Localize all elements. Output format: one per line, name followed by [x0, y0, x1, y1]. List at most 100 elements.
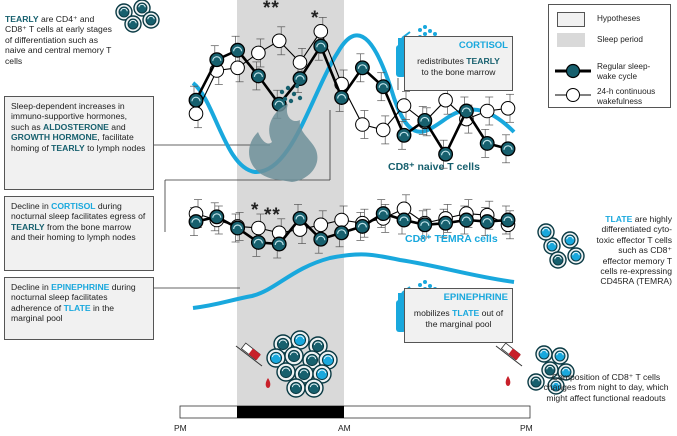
timeline-bar — [179, 405, 531, 419]
regular-data-point — [188, 214, 204, 230]
tearly-term: TEARLY — [11, 221, 45, 232]
naive-graph — [188, 17, 516, 169]
epinephrine-decline-box: Decline in EPINEPHRINE during nocturnal … — [4, 277, 154, 340]
regular-data-point — [396, 127, 412, 143]
cortisol-decline-pre: Decline in — [11, 201, 52, 211]
legend-sleep-label: Sleep period — [597, 35, 643, 44]
t-cell-icon — [541, 361, 559, 379]
tlate-term: TLATE — [452, 308, 480, 319]
t-cell-icon — [312, 364, 332, 384]
epinephrine-box: EPINEPHRINE mobilizes TLATE out of the m… — [404, 288, 513, 343]
t-cell-icon — [290, 330, 310, 350]
t-cell-icon — [294, 364, 314, 384]
wake-data-point — [271, 33, 287, 49]
regular-data-point — [209, 209, 225, 225]
regular-data-point — [438, 215, 454, 231]
t-cell-icon — [549, 251, 567, 269]
t-cell-icon — [266, 348, 286, 368]
sleep-hormones-pre: Sleep-dependent increases in immuno-supp… — [11, 101, 128, 132]
regular-data-point — [334, 225, 350, 241]
aldosterone-label: ALDOSTERONE — [43, 121, 109, 132]
tearly-intro-text: are CD4⁺ and CD8⁺ T cells at early stage… — [5, 14, 112, 66]
regular-data-point — [417, 217, 433, 233]
wake-data-point — [313, 217, 329, 233]
regular-data-point — [375, 79, 391, 95]
t-cell-icon — [567, 247, 585, 265]
tlate-term: TLATE — [605, 214, 633, 224]
syringe-icon-night — [235, 342, 271, 388]
timeline-pm-left: PM — [174, 423, 187, 433]
tlate-term: TLATE — [63, 302, 91, 313]
legend-regular-label: Regular sleep-wake cycle — [597, 62, 651, 81]
legend-wake-label: 24-h continuous wakefulness — [597, 87, 656, 106]
legend-hypotheses-label: Hypotheses — [597, 14, 641, 23]
syringe-icon-day — [495, 342, 523, 386]
wake-data-point — [355, 117, 370, 132]
regular-data-point — [458, 103, 474, 119]
wake-data-point — [292, 55, 308, 70]
tlate-note-text: are highly differentiated cyto-toxic eff… — [596, 214, 672, 287]
epinephrine-box-line1: mobilizes — [413, 308, 453, 319]
sleep-hormones-end: to lymph nodes — [84, 142, 146, 153]
legend-series-markers — [555, 63, 591, 102]
regular-data-point — [188, 92, 204, 108]
tlate-note: TLATE are highly differentiated cyto-tox… — [588, 214, 672, 287]
tearly-intro-note: TEARLY are CD4⁺ and CD8⁺ T cells at earl… — [5, 14, 117, 66]
t-cell-icon — [551, 347, 569, 365]
t-cell-icon — [115, 3, 133, 21]
regular-series-line — [195, 212, 509, 246]
legend-sleep-swatch — [557, 33, 585, 47]
regular-data-point — [292, 71, 308, 87]
timeline-am: AM — [338, 423, 351, 433]
significance-stars-top-b: * — [311, 8, 319, 29]
regular-data-point — [354, 218, 370, 234]
cortisol-decline-post: from the bone marrow and their homing to… — [11, 221, 136, 243]
wake-data-point — [251, 45, 266, 61]
sleep-hormones-box: Sleep-dependent increases in immuno-supp… — [4, 96, 154, 190]
tearly-term: TEARLY — [5, 14, 39, 24]
regular-data-point — [230, 42, 246, 58]
cortisol-box: CORTISOL redistributes TEARLY to the bon… — [404, 36, 513, 91]
epinephrine-box-title: EPINEPHRINE — [443, 292, 508, 303]
regular-data-point — [313, 38, 329, 54]
timeline-pm-right: PM — [520, 423, 533, 433]
regular-data-point — [417, 112, 433, 128]
t-cell-icon — [547, 377, 565, 395]
epinephrine-decline-pre: Decline in — [11, 282, 52, 292]
wake-data-point — [479, 103, 495, 119]
wake-data-point — [188, 106, 204, 121]
t-cell-icon — [286, 378, 306, 398]
regular-data-point — [292, 210, 308, 226]
t-cell-icon — [527, 373, 545, 391]
regular-data-point — [250, 234, 266, 250]
t-cell-icon — [276, 362, 296, 382]
t-cell-icon — [284, 346, 304, 366]
naive-panel-label: CD8⁺ naive T cells — [388, 161, 480, 173]
regular-data-point — [209, 52, 225, 68]
regular-data-point — [375, 206, 391, 222]
significance-stars-mid-a: * — [251, 200, 259, 221]
t-cell-icon — [535, 345, 553, 363]
growth-hormone-label: GROWTH HORMONE — [11, 132, 98, 143]
cortisol-curve — [191, 33, 516, 175]
regular-data-point — [500, 141, 516, 157]
epinephrine-decline-post: in the marginal pool — [11, 302, 115, 324]
regular-data-point — [500, 212, 516, 228]
cortisol-decline-box: Decline in CORTISOL during nocturnal sle… — [4, 196, 154, 271]
wake-data-point — [251, 220, 266, 236]
regular-data-point — [250, 68, 266, 84]
sleep-hormones-post: , facilitate homing of — [11, 132, 134, 153]
regular-data-point — [396, 212, 412, 228]
regular-data-point — [438, 146, 454, 162]
regular-data-point — [479, 214, 495, 230]
cortisol-box-line1: redistributes — [417, 56, 467, 67]
regular-data-point — [230, 220, 246, 236]
regular-data-point — [334, 90, 350, 105]
cortisol-box-title: CORTISOL — [458, 40, 508, 51]
t-cell-icon — [133, 0, 151, 17]
wake-data-point — [500, 101, 516, 116]
cortisol-box-line2: to the bone marrow — [421, 66, 496, 77]
t-cell-icon — [561, 231, 579, 249]
legend: Hypotheses Sleep period Regular sleep-wa… — [548, 4, 671, 108]
